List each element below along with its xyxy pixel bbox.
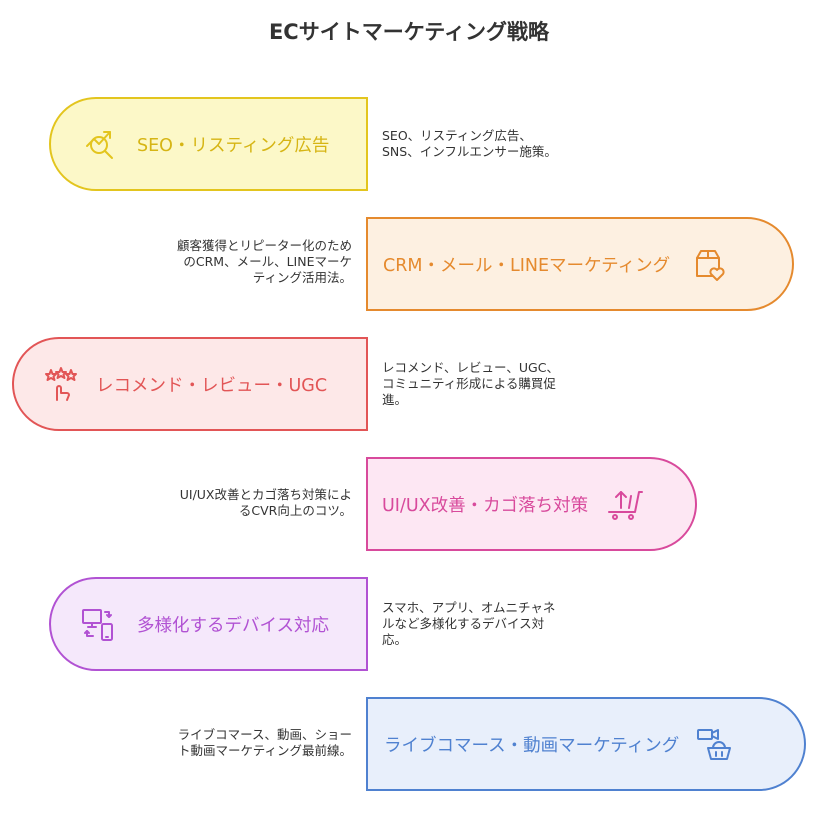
strategy-description: スマホ、アプリ、オムニチャネ ルなど多様化するデバイス対 応。	[382, 600, 556, 647]
strategy-label: レコメンド・レビュー・UGC	[96, 375, 328, 396]
strategy-label: CRM・メール・LINEマーケティング	[383, 255, 671, 276]
strategy-description: ライブコマース、動画、ショー ト動画マーケティング最前線。	[177, 727, 352, 758]
strategy-pill-crm: CRM・メール・LINEマーケティング	[366, 217, 794, 311]
strategy-label: SEO・リスティング広告	[137, 135, 330, 156]
strategy-pill-video: ライブコマース・動画マーケティング	[366, 697, 806, 791]
strategy-label: UI/UX改善・カゴ落ち対策	[382, 495, 589, 516]
chart-search-icon	[81, 125, 119, 163]
devices-icon	[79, 605, 117, 643]
strategy-label: 多様化するデバイス対応	[137, 615, 329, 636]
strategy-description: レコメンド、レビュー、UGC、 コミュニティ形成による購買促 進。	[382, 360, 559, 407]
strategy-pill-seo: SEO・リスティング広告	[49, 97, 368, 191]
strategy-description: SEO、リスティング広告、 SNS、インフルエンサー施策。	[382, 128, 557, 159]
camera-basket-icon	[695, 725, 733, 763]
strategy-pill-device: 多様化するデバイス対応	[49, 577, 368, 671]
stars-hand-icon	[42, 365, 80, 403]
strategy-pill-review: レコメンド・レビュー・UGC	[12, 337, 368, 431]
strategy-description: UI/UX改善とカゴ落ち対策によ るCVR向上のコツ。	[179, 487, 352, 518]
box-heart-icon	[690, 245, 728, 283]
strategy-pill-uiux: UI/UX改善・カゴ落ち対策	[366, 457, 697, 551]
strategy-description: 顧客獲得とリピーター化のため のCRM、メール、LINEマーケ ティング活用法。	[176, 238, 352, 285]
cart-arrow-icon	[606, 485, 644, 523]
strategy-label: ライブコマース・動画マーケティング	[384, 735, 680, 756]
page-title: ECサイトマーケティング戦略	[268, 20, 550, 44]
